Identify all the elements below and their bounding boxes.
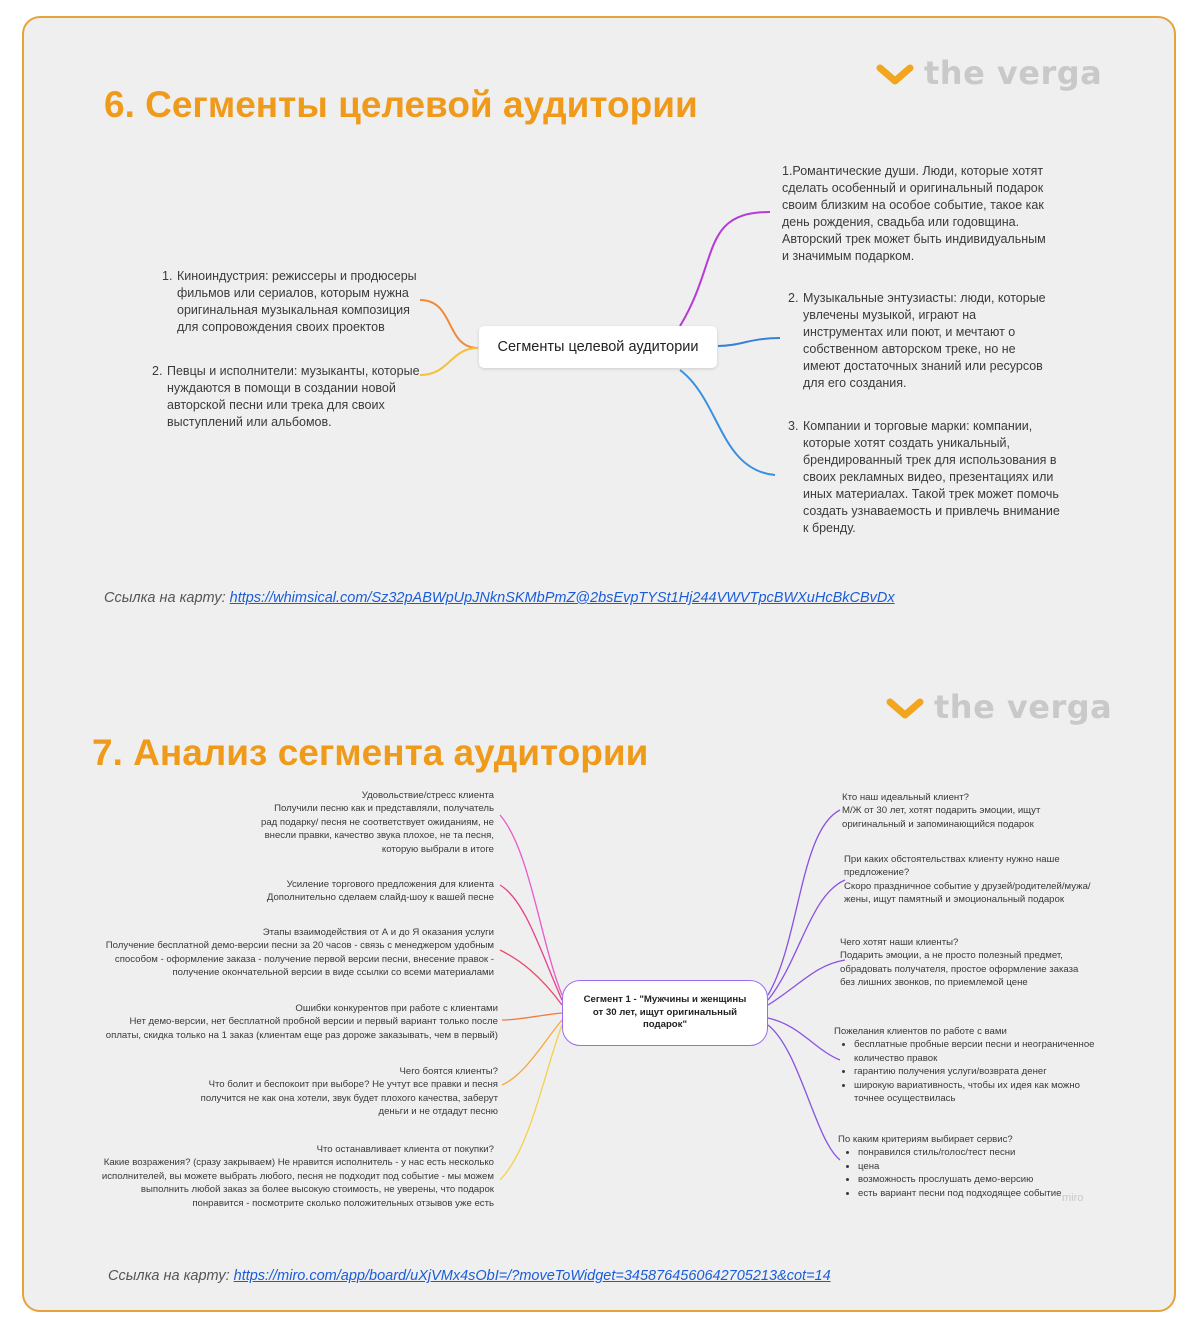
logo-chevron-icon [886,698,924,719]
section6-right-item: 2. Музыкальные энтузиасты: люди, которые… [788,290,1054,392]
section6-center-node: Сегменты целевой аудитории [479,326,717,368]
list-item: понравился стиль/голос/тест песни [858,1146,1088,1159]
item-heading: Что останавливает клиента от покупки? [316,1144,494,1155]
item-text: М/Ж от 30 лет, хотят подарить эмоции, ищ… [842,805,1041,830]
logo-chevron-icon [876,64,914,85]
section6-map-link-row: Ссылка на карту: https://whimsical.com/S… [104,590,895,606]
section6-right-item: 3. Компании и торговые марки: компании, … [788,418,1060,537]
item-text: Подарить эмоции, а не просто полезный пр… [840,950,1079,989]
section7-title: 7. Анализ сегмента аудитории [92,732,649,773]
section7-left-item: Этапы взаимодействия от А и до Я оказани… [84,926,494,980]
section7-connectors [499,809,846,1181]
brand-name: the verga [934,688,1113,726]
list-item: широкую вариативность, чтобы их идея как… [854,1079,1102,1106]
map-link[interactable]: https://whimsical.com/Sz32pABWpUpJNknSKM… [229,590,895,606]
list-item: цена [858,1160,1088,1173]
section7-left-item: Усиление торгового предложения для клиен… [234,878,494,905]
section7-right-item: При каких обстоятельствах клиенту нужно … [844,853,1110,907]
map-link[interactable]: https://miro.com/app/board/uXjVMx4sObI=/… [233,1268,831,1284]
item-text: Киноиндустрия: режиссеры и продюсеры фил… [177,269,417,334]
list-item: гарантию получения услуги/возврата денег [854,1065,1102,1078]
section6-left-item: 2. Певцы и исполнители: музыканты, котор… [152,363,422,431]
miro-watermark: miro [1062,1192,1084,1204]
item-number: 2. [152,364,163,378]
item-text: Певцы и исполнители: музыканты, которые … [167,364,420,429]
section7-right-item: Кто наш идеальный клиент? М/Ж от 30 лет,… [842,791,1070,831]
item-text: Музыкальные энтузиасты: люди, которые ув… [803,291,1046,390]
item-heading: Удовольствие/стресс клиента [361,790,494,801]
brand-name: the verga [924,54,1103,92]
section6-left-item: 1. Киноиндустрия: режиссеры и продюсеры … [162,268,422,336]
item-number: 1. [162,269,173,283]
item-heading: Чего хотят наши клиенты? [840,937,959,948]
section7-left-item: Ошибки конкурентов при работе с клиентам… [104,1002,498,1042]
item-heading: Кто наш идеальный клиент? [842,792,969,803]
item-text: Получение бесплатной демо-версии песни з… [105,940,494,979]
item-number: 2. [788,291,799,305]
section7-left-item: Удовольствие/стресс клиента Получили пес… [258,789,494,856]
section7-left-item: Чего боятся клиенты? Что болит и беспоко… [200,1065,498,1119]
section6-connectors [419,211,781,476]
item-text: Компании и торговые марки: компании, кот… [803,419,1060,535]
list-item: есть вариант песни под подходящее событи… [858,1187,1088,1200]
item-heading: При каких обстоятельствах клиенту нужно … [844,854,1060,879]
list-item: бесплатные пробные версии песни и неогра… [854,1038,1102,1065]
section7-right-item: Чего хотят наши клиенты? Подарить эмоции… [840,936,1080,990]
item-number: 3. [788,419,799,433]
link-label: Ссылка на карту: [104,590,230,606]
item-text: Какие возражения? (сразу закрываем) Не н… [101,1157,494,1209]
section7-center-node: Сегмент 1 - "Мужчины и женщины от 30 лет… [562,980,768,1046]
item-text: Нет демо-версии, нет бесплатной пробной … [105,1016,498,1041]
criteria-list: понравился стиль/голос/тест песни цена в… [838,1146,1088,1200]
brand-logo: the verga [886,688,1146,730]
item-heading: Чего боятся клиенты? [399,1066,498,1077]
section6-right-item: 1.Романтические души. Люди, которые хотя… [782,163,1054,265]
item-heading: Пожелания клиентов по работе с вами [834,1026,1007,1037]
section7-right-item: По каким критериям выбирает сервис? понр… [838,1133,1088,1200]
link-label: Ссылка на карту: [108,1268,234,1284]
section6-title: 6. Сегменты целевой аудитории [104,84,698,125]
section7-right-item: Пожелания клиентов по работе с вами бесп… [834,1025,1102,1105]
page-frame [22,16,1176,1312]
item-text: 1.Романтические души. Люди, которые хотя… [782,164,1046,263]
item-text: Дополнительно сделаем слайд-шоу к вашей … [266,892,494,904]
item-heading: По каким критериям выбирает сервис? [838,1134,1013,1145]
section7-map-link-row: Ссылка на карту: https://miro.com/app/bo… [108,1268,831,1284]
brand-logo: the verga [876,54,1136,96]
item-text: Что болит и беспокоит при выборе? Не учт… [200,1079,498,1118]
wishes-list: бесплатные пробные версии песни и неогра… [834,1038,1102,1105]
item-heading: Ошибки конкурентов при работе с клиентам… [295,1003,498,1014]
item-text: Скоро праздничное событие у друзей/родит… [844,880,1091,906]
section7-left-item: Что останавливает клиента от покупки? Ка… [96,1143,494,1210]
item-heading: Этапы взаимодействия от А и до Я оказани… [262,927,494,938]
list-item: возможность прослушать демо-версию [858,1173,1088,1186]
item-heading: Усиление торгового предложения для клиен… [286,879,494,890]
item-text: Получили песню как и представляли, получ… [261,803,494,855]
